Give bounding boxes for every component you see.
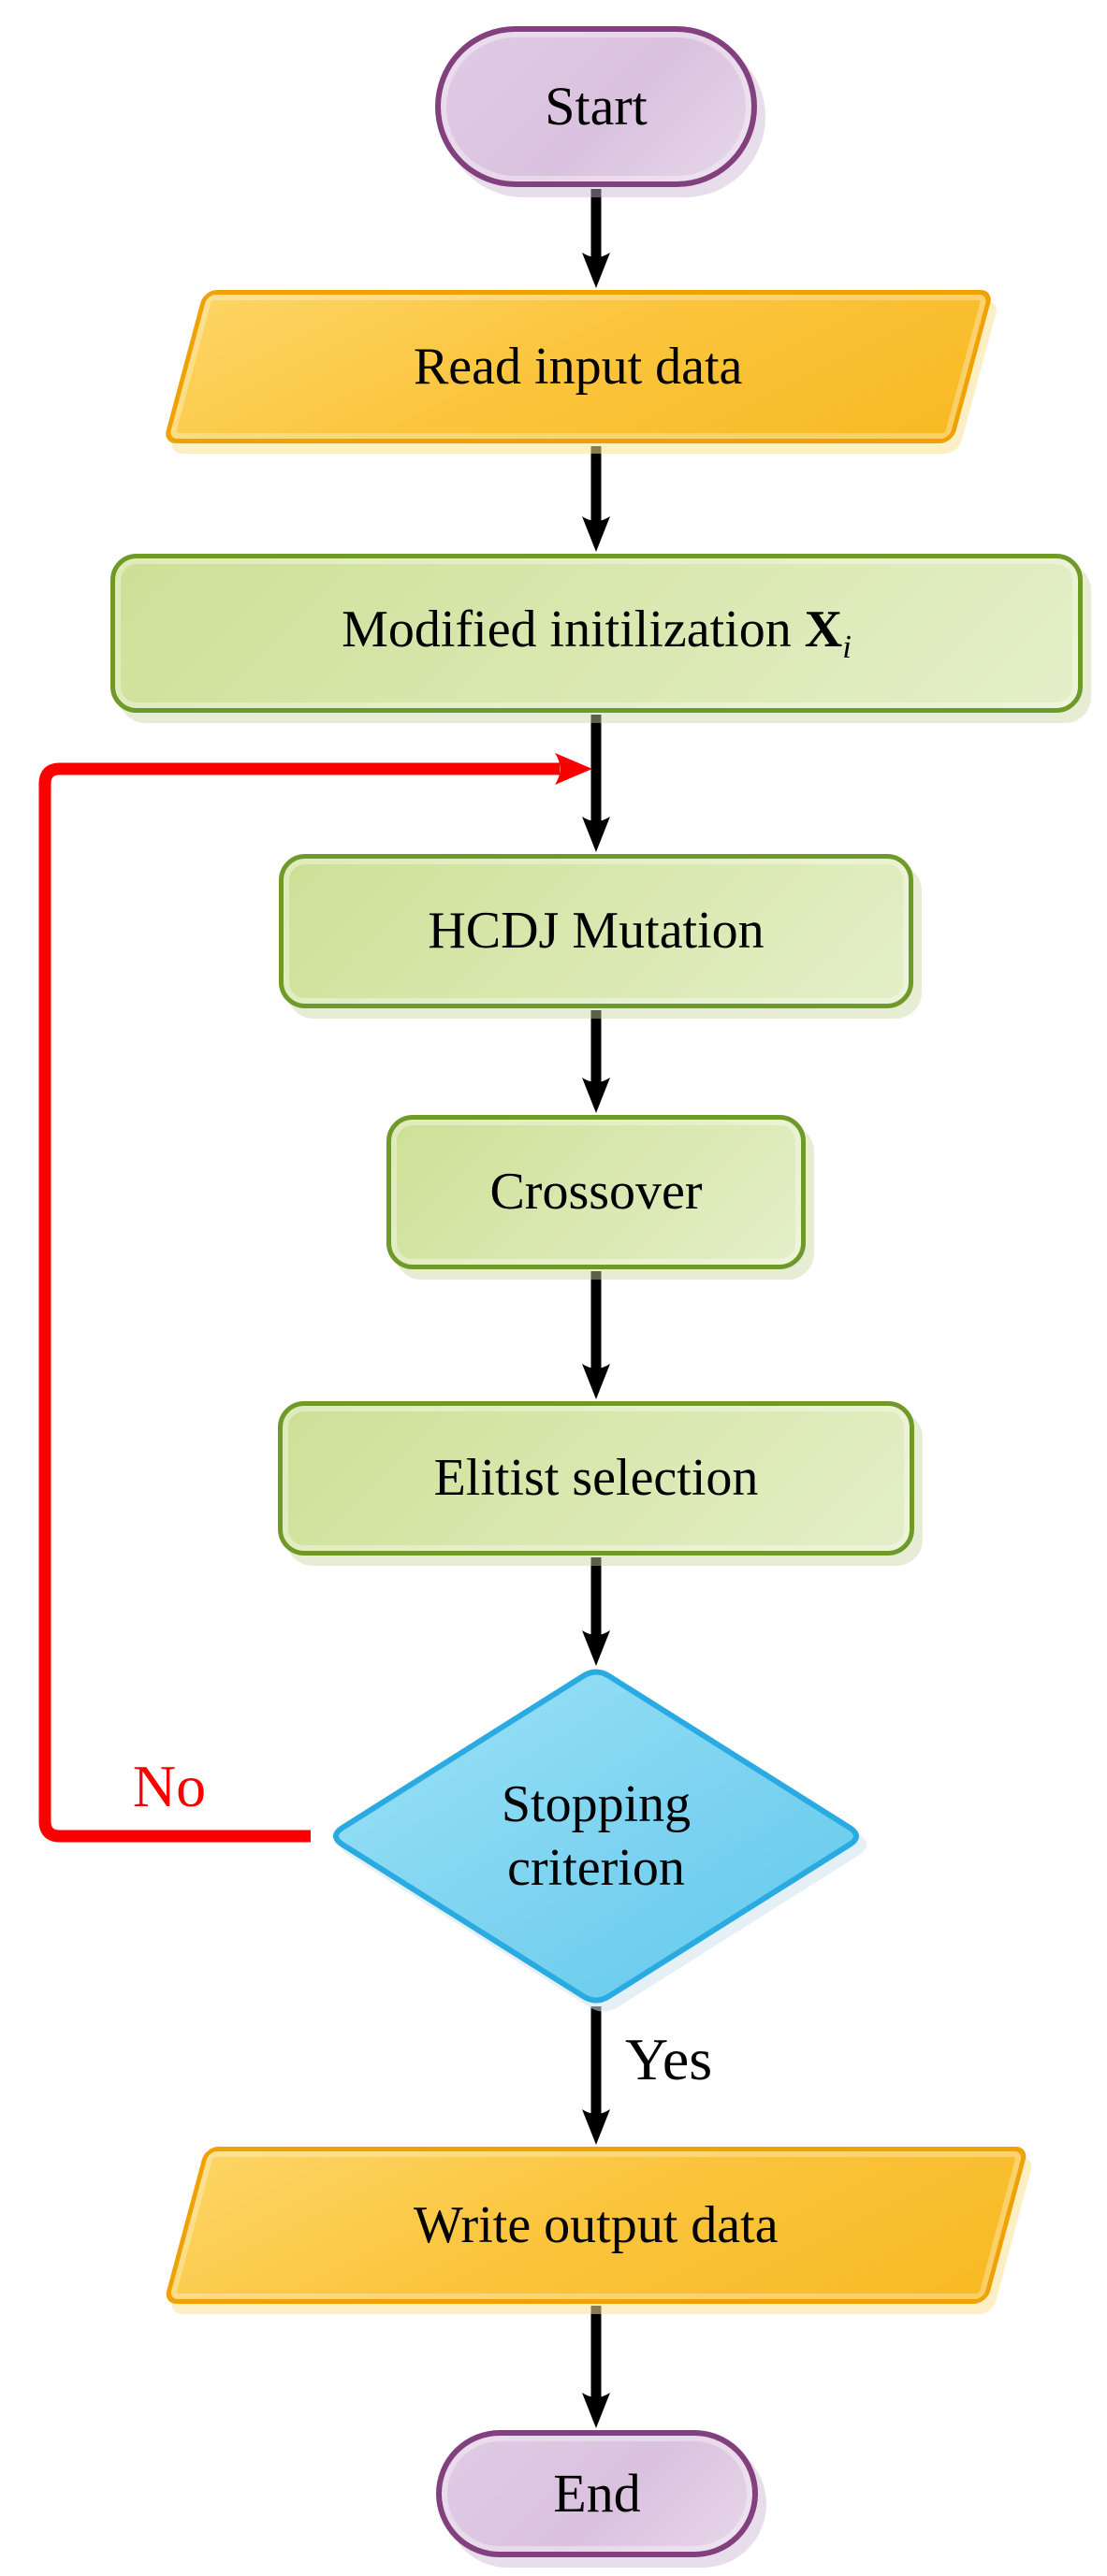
node-end: End: [436, 2430, 758, 2557]
arrow-start-to-read: [582, 189, 610, 288]
node-crossover: Crossover: [386, 1115, 806, 1269]
black-arrows: [582, 189, 610, 2428]
arrow-write-to-end: [582, 2306, 610, 2428]
node-stopping-criterion-diamond: [333, 1669, 859, 2004]
arrow-init-to-mutation: [582, 715, 610, 852]
node-start: Start: [435, 26, 757, 187]
start-label: Start: [545, 75, 648, 137]
modified-initilization-label: Modified initilization Xi: [342, 601, 852, 666]
arrow-mutation-to-crossover: [582, 1010, 610, 1113]
write-output-label: Write output data: [414, 2195, 779, 2254]
elitist-selection-label: Elitist selection: [433, 1449, 759, 1508]
arrow-elitist-to-decision: [582, 1557, 610, 1666]
loop-arrow-no: [38, 753, 592, 1843]
node-read-input: Read input data: [163, 290, 994, 443]
node-hcdj-mutation: HCDJ Mutation: [279, 854, 913, 1008]
arrow-crossover-to-elitist: [582, 1271, 610, 1399]
hcdj-mutation-label: HCDJ Mutation: [428, 902, 765, 961]
crossover-label: Crossover: [489, 1163, 703, 1222]
read-input-label: Read input data: [414, 337, 743, 396]
node-write-output: Write output data: [163, 2147, 1029, 2304]
node-elitist-selection: Elitist selection: [278, 1401, 914, 1556]
arrow-decision-to-write-yes: [582, 2006, 610, 2145]
no-label: No: [132, 1753, 207, 1819]
end-label: End: [553, 2462, 641, 2524]
stopping-criterion-label: Stopping criterion: [501, 1774, 692, 1897]
node-modified-initilization: Modified initilization Xi: [110, 554, 1083, 713]
yes-label: Yes: [625, 2026, 713, 2092]
arrow-read-to-init: [582, 446, 610, 552]
